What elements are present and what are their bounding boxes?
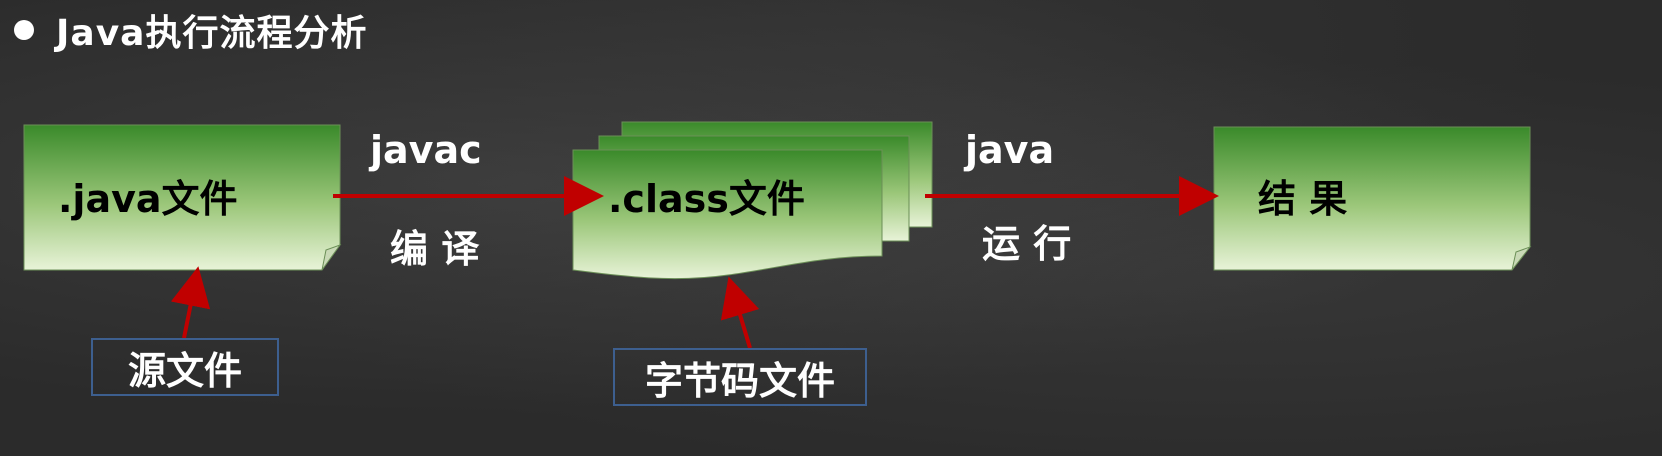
result-box [1213,126,1532,271]
compile-command: javac [370,128,482,172]
source-caption: 源文件 [91,338,279,396]
bullet-icon [14,20,34,40]
source-pointer-arrow [170,266,211,339]
source-file-box [23,124,342,271]
run-command: java [965,128,1055,172]
bytecode-caption: 字节码文件 [613,348,867,406]
title-row: Java执行流程分析 [14,8,367,54]
run-description: 运 行 [982,222,1072,266]
compile-description: 编 译 [390,227,480,271]
page-title: Java执行流程分析 [56,13,368,54]
bytecode-pointer-arrow [720,276,760,349]
bytecode-node-label: .class文件 [608,177,805,221]
bytecode-file-stack [572,121,933,280]
source-node-label: .java文件 [58,177,238,221]
result-node-label: 结 果 [1258,177,1348,221]
